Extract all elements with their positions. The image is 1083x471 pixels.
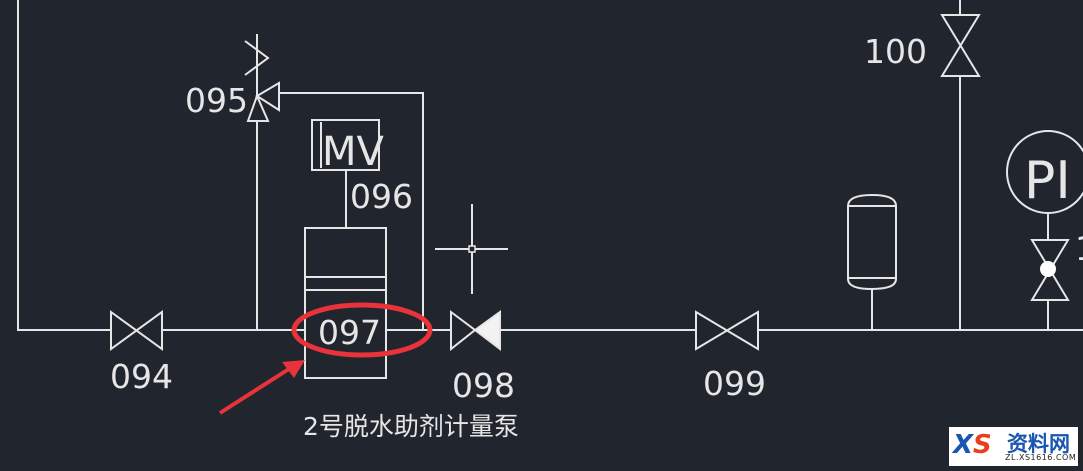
gate-valve-094[interactable] [110,310,163,351]
watermark-url: ZL.XS1616.COM [1005,453,1077,462]
label-096: 096 [350,177,413,216]
gate-valve-100[interactable] [940,14,981,77]
metering-pump-097[interactable] [304,227,387,379]
label-100: 100 [864,32,927,71]
crosshair-cursor [435,204,508,294]
highlight-arrow [218,360,305,415]
relief-valve-095[interactable] [244,34,280,122]
mv-text: MV [322,129,385,175]
gate-valve-099[interactable] [695,310,759,351]
motor-mv[interactable]: MV [311,119,385,175]
return-pipe [279,92,424,330]
dampener-tank[interactable] [847,193,897,291]
label-099: 099 [703,364,766,403]
watermark-title: 资料网 [1007,432,1070,456]
ball-valve-pi[interactable] [1030,239,1070,301]
left-pipe [17,0,111,331]
watermark: XS 资料网 ZL.XS1616.COM [949,427,1078,466]
pi-text: PI [1024,151,1071,211]
watermark-logo: XS [953,430,992,460]
pump-caption: 2号脱水助剂计量泵 [303,412,519,441]
label-098: 098 [452,366,515,405]
label-097: 097 [318,313,381,352]
label-094: 094 [110,357,173,396]
label-095: 095 [185,81,248,120]
pressure-indicator-pi[interactable]: PI [1006,130,1083,214]
label-partial: 1 [1075,229,1083,268]
check-valve-098[interactable] [450,310,501,352]
highlight-ellipse [291,302,433,358]
